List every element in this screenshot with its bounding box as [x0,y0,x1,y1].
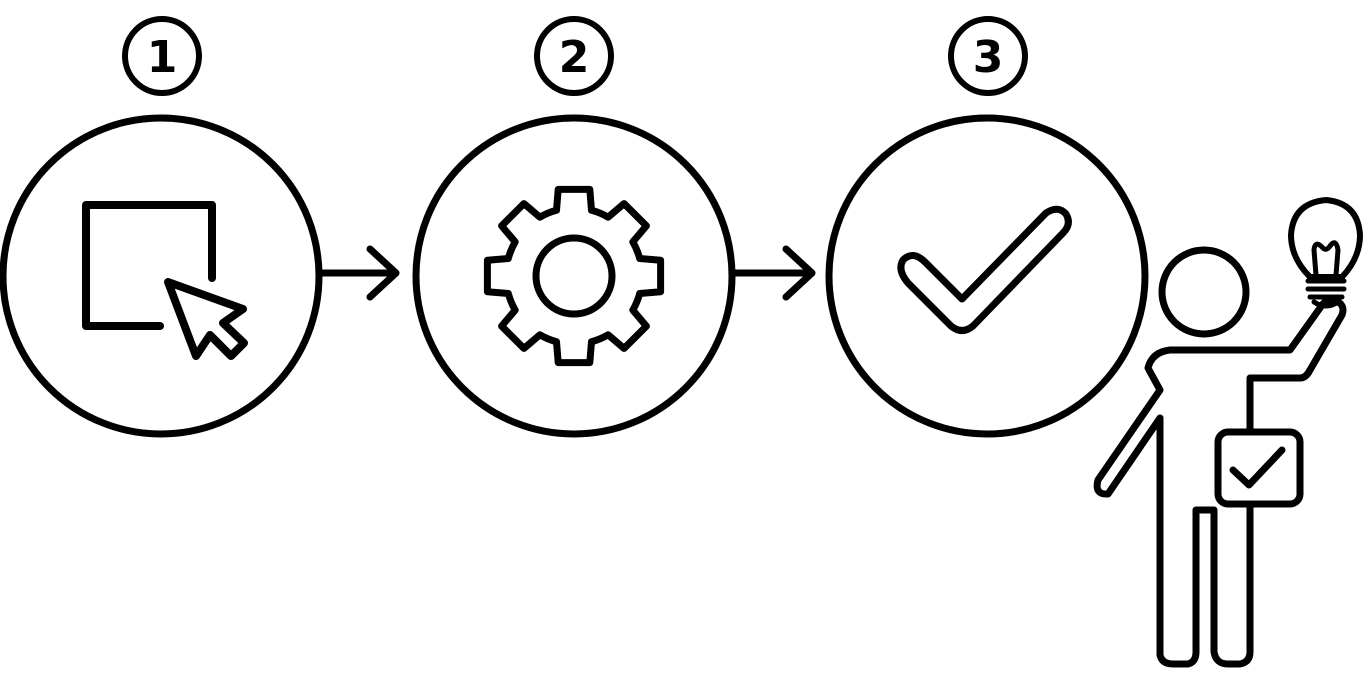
person-icon [1093,197,1363,668]
checkmark-outer [897,205,1072,334]
step-2-number-badge: 2 [534,16,614,96]
person-body-outline [1093,296,1347,668]
checkbox-badge-icon [1214,428,1304,508]
step-3-circle [825,114,1149,438]
step-3-number-badge: 3 [948,16,1028,96]
mouse-cursor-icon [164,278,248,360]
checkmark-icon [897,205,1072,334]
select-cursor-icon [82,201,248,360]
step-2-number: 2 [559,32,590,83]
arrow-2-head [782,245,816,301]
step-1-circle [0,114,323,438]
step-3-number: 3 [973,32,1004,83]
step-2-node [412,114,736,438]
step-1-number-badge: 1 [122,16,202,96]
step-2-number-circle [534,16,614,96]
lightbulb-glass [1288,197,1363,280]
person-head [1158,246,1250,338]
lightbulb-icon [1288,197,1363,309]
step-2-circle [412,114,736,438]
step-1-number-circle [122,16,202,96]
arrow-1-head [366,245,400,301]
lightbulb-filament [1311,240,1341,278]
gear-hub-circle [532,234,616,318]
arrow-1-to-2 [317,245,400,301]
gear-teeth-outline [483,185,665,367]
step-3-number-circle [948,16,1028,96]
checkbox-badge-check [1229,446,1286,489]
arrow-2-to-3 [730,245,816,301]
step-3-node [825,114,1149,438]
lightbulb-cap [1311,299,1341,309]
step-1-number: 1 [147,32,178,83]
selection-box-icon [82,201,216,330]
step-1-node [0,114,323,438]
gear-icon [483,185,665,367]
